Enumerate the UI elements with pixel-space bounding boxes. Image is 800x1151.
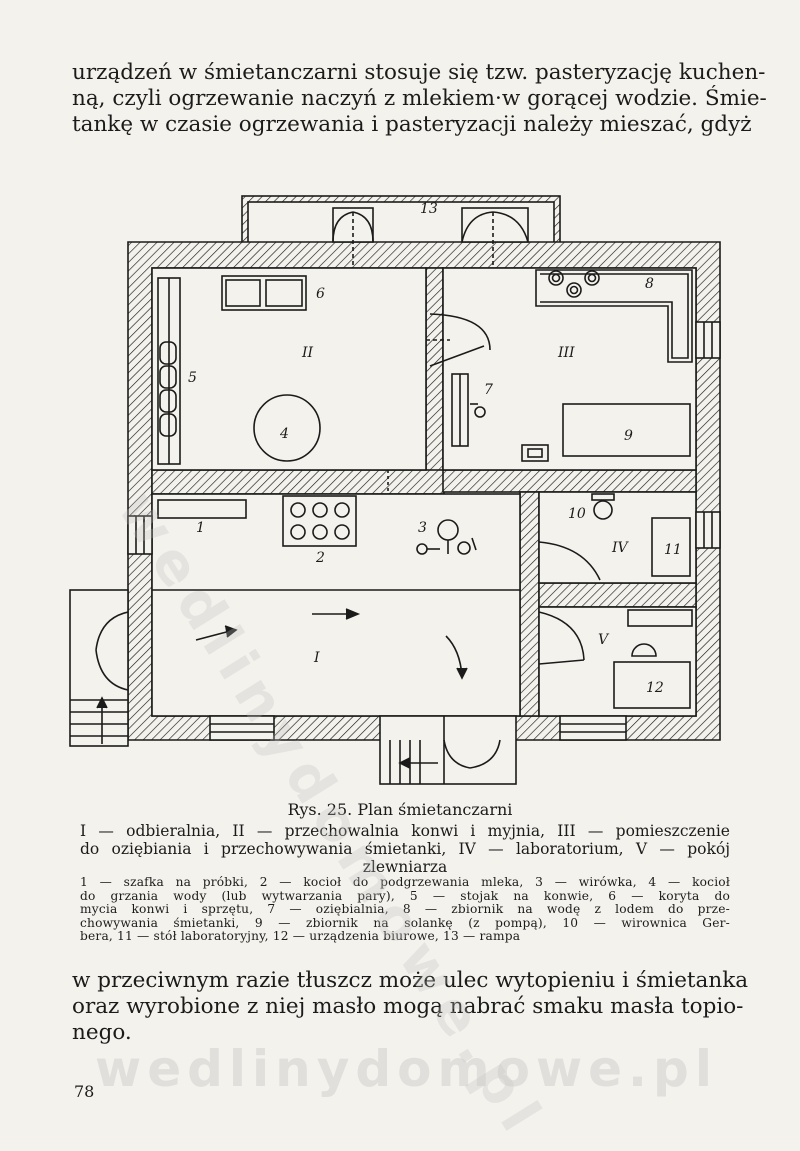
sample-cabinet-1 bbox=[157, 499, 247, 519]
label-11: 11 bbox=[664, 542, 682, 558]
label-3: 3 bbox=[418, 520, 427, 536]
watermark: wedlinydomowe.pl bbox=[95, 1040, 718, 1098]
label-9: 9 bbox=[624, 428, 633, 444]
ice-tank-8 bbox=[535, 269, 693, 363]
floor-plan-drawing: 13 6 8 II III 5 7 4 9 1 2 3 10 IV 11 V I… bbox=[69, 195, 721, 785]
label-room-II: II bbox=[301, 345, 314, 361]
label-5: 5 bbox=[188, 370, 197, 386]
troughs-6 bbox=[221, 275, 307, 311]
label-6: 6 bbox=[316, 286, 325, 302]
label-12: 12 bbox=[646, 680, 664, 696]
legend-line: do grzania wody (lub wytwarzania pary), … bbox=[80, 888, 730, 903]
bottom-paragraph: w przeciwnym razie tłuszcz może ulec wyt… bbox=[72, 968, 749, 1046]
figure-title: Rys. 25. Plan śmietanczarni bbox=[287, 800, 513, 819]
text-line: ną, czyli ogrzewanie naczyń z mlekiem·w … bbox=[72, 86, 767, 111]
label-7: 7 bbox=[484, 382, 493, 398]
legend-line: chowywania śmietanki, 9 — zbiornik na so… bbox=[80, 915, 730, 930]
brine-tank-9 bbox=[562, 403, 691, 457]
label-room-IV: IV bbox=[611, 540, 630, 556]
separator-3 bbox=[416, 519, 477, 555]
wall-II-III bbox=[425, 267, 444, 472]
left-entrance bbox=[69, 589, 129, 747]
caption-line: do oziębiania i przechowywania śmietanki… bbox=[80, 840, 730, 858]
wall-III-bottom bbox=[442, 469, 697, 493]
boiler-2 bbox=[282, 495, 357, 547]
wall-II-bottom bbox=[151, 469, 445, 495]
legend-line: 1 — szafka na próbki, 2 — kocioł do podg… bbox=[80, 875, 730, 889]
gerber-10 bbox=[593, 500, 613, 520]
caption-line: I — odbieralnia, II — przechowalnia konw… bbox=[80, 822, 730, 840]
text-line: w przeciwnym razie tłuszcz może ulec wyt… bbox=[72, 968, 749, 993]
text-line: nego. bbox=[72, 1020, 132, 1045]
legend-line: bera, 11 — stół laboratoryjny, 12 — urzą… bbox=[80, 929, 521, 943]
text-line: tankę w czasie ogrzewania i pasteryzacji… bbox=[72, 112, 752, 137]
wall-lab-left bbox=[519, 491, 540, 717]
boiler-4 bbox=[253, 394, 321, 462]
label-2: 2 bbox=[315, 550, 325, 566]
label-room-III: III bbox=[557, 345, 575, 361]
legend-line: mycia konwi i sprzętu, 7 — oziębialnia, … bbox=[80, 902, 730, 916]
label-13: 13 bbox=[420, 201, 438, 217]
lab-table-11 bbox=[651, 517, 691, 577]
label-room-V: V bbox=[598, 632, 610, 648]
label-room-I: I bbox=[313, 650, 320, 666]
label-8: 8 bbox=[645, 276, 654, 292]
caption-line: zlewniarza bbox=[362, 858, 448, 876]
figure-rooms-caption: I — odbieralnia, II — przechowalnia konw… bbox=[80, 822, 730, 876]
office-12 bbox=[613, 661, 691, 709]
figure-legend: 1 — szafka na próbki, 2 — kocioł do podg… bbox=[80, 875, 730, 944]
label-1: 1 bbox=[196, 520, 205, 536]
wall-IV-V bbox=[538, 582, 697, 608]
label-4: 4 bbox=[279, 426, 289, 442]
text-line: urządzeń w śmietanczarni stosuje się tzw… bbox=[72, 60, 766, 85]
label-10: 10 bbox=[568, 506, 586, 522]
bottom-entrance bbox=[379, 715, 517, 785]
top-paragraph: urządzeń w śmietanczarni stosuje się tzw… bbox=[72, 60, 767, 138]
text-line: oraz wyrobione z niej masło mogą nabrać … bbox=[72, 994, 744, 1019]
page-number: 78 bbox=[74, 1082, 95, 1101]
